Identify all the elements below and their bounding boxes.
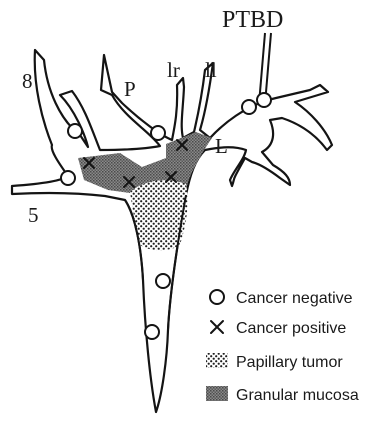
neg-marker-cbd-upper bbox=[156, 274, 170, 288]
legend: Cancer negative Cancer positive Papillar… bbox=[206, 290, 359, 404]
neg-marker-cbd-lower bbox=[145, 325, 159, 339]
legend-granular-swatch bbox=[206, 386, 228, 401]
legend-papillary-tumor: Papillary tumor bbox=[206, 353, 343, 371]
legend-cancer-positive: Cancer positive bbox=[211, 320, 346, 337]
neg-marker-segP bbox=[151, 126, 165, 140]
label-ptbd: PTBD bbox=[222, 7, 283, 33]
label-seg5: 5 bbox=[28, 203, 39, 227]
legend-positive-text: Cancer positive bbox=[236, 320, 346, 337]
legend-negative-text: Cancer negative bbox=[236, 290, 353, 307]
neg-marker-seg5 bbox=[61, 171, 75, 185]
label-segP: P bbox=[124, 77, 136, 101]
legend-papillary-swatch bbox=[206, 353, 228, 368]
neg-marker-left-1 bbox=[242, 100, 256, 114]
legend-papillary-text: Papillary tumor bbox=[236, 354, 343, 371]
neg-marker-left-2 bbox=[257, 93, 271, 107]
label-seg1r: lr bbox=[167, 58, 180, 82]
neg-marker-seg8 bbox=[68, 124, 82, 138]
legend-granular-mucosa: Granular mucosa bbox=[206, 386, 359, 404]
label-seg8: 8 bbox=[22, 69, 33, 93]
label-seg11: ll bbox=[205, 58, 217, 82]
legend-positive-symbol bbox=[211, 321, 223, 333]
legend-negative-symbol bbox=[210, 290, 224, 304]
legend-cancer-negative: Cancer negative bbox=[210, 290, 353, 307]
legend-granular-text: Granular mucosa bbox=[236, 387, 359, 404]
label-segL: L bbox=[215, 134, 228, 158]
